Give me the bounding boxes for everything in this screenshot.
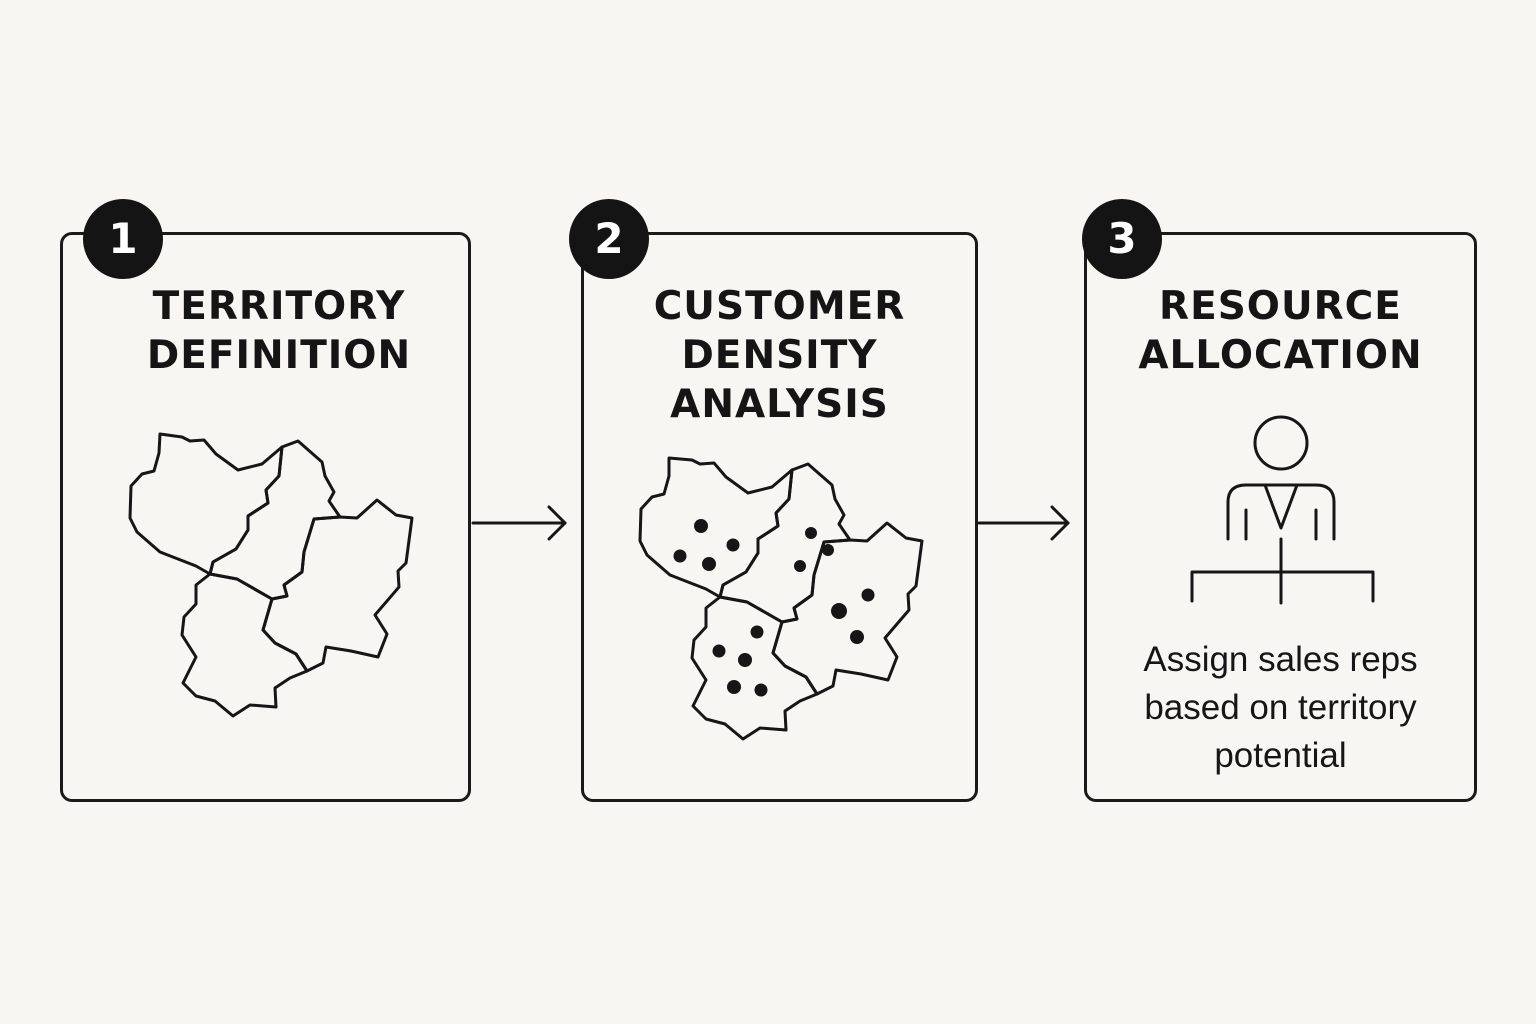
customer-dot (850, 630, 864, 644)
territory-map-icon (128, 432, 414, 718)
customer-dot (861, 588, 875, 602)
customer-dot (750, 625, 764, 639)
density-region-south (690, 595, 819, 741)
density-region-east (771, 521, 924, 696)
customer-dot (694, 519, 708, 533)
customer-dot (822, 544, 834, 556)
customer-dot (712, 644, 726, 658)
step-number-badge: 1 (83, 199, 163, 279)
customer-dot (727, 680, 741, 694)
arrow-right-icon (471, 505, 567, 541)
description-line: Assign sales reps (1143, 640, 1418, 679)
territory-region-northwest (128, 432, 284, 576)
customer-dot (702, 557, 716, 571)
customer-density-map-icon (638, 456, 924, 741)
customer-dot (805, 527, 817, 539)
customer-dot (726, 538, 740, 552)
description-line: based on territory (1144, 688, 1417, 727)
territory-region-east (261, 498, 414, 673)
customer-dot (831, 603, 847, 619)
step-description: Assign sales reps based on territory pot… (1084, 636, 1477, 780)
customer-dots (673, 519, 875, 697)
customer-dot (673, 549, 687, 563)
arrow-right-icon (977, 505, 1070, 541)
step-title: RESOURCE ALLOCATION (1138, 284, 1423, 378)
person-collar (1263, 483, 1299, 530)
person-torso (1226, 483, 1336, 541)
sales-rep-hierarchy-icon (1190, 415, 1375, 605)
step-number-badge: 3 (1082, 199, 1162, 279)
step-number-badge: 2 (569, 199, 649, 279)
customer-dot (738, 653, 752, 667)
customer-dot (794, 560, 806, 572)
step-card-resource-allocation (1084, 232, 1477, 802)
customer-dot (754, 683, 768, 697)
step-title: TERRITORY DEFINITION (146, 284, 412, 378)
person-head (1253, 415, 1309, 471)
step-card-customer-density-analysis (581, 232, 978, 802)
step-title: CUSTOMER DENSITY ANALYSIS (653, 284, 906, 427)
density-region-northwest (638, 456, 794, 599)
hierarchy-branches (1190, 570, 1375, 603)
description-line: potential (1214, 736, 1347, 775)
territory-region-south (180, 572, 309, 718)
